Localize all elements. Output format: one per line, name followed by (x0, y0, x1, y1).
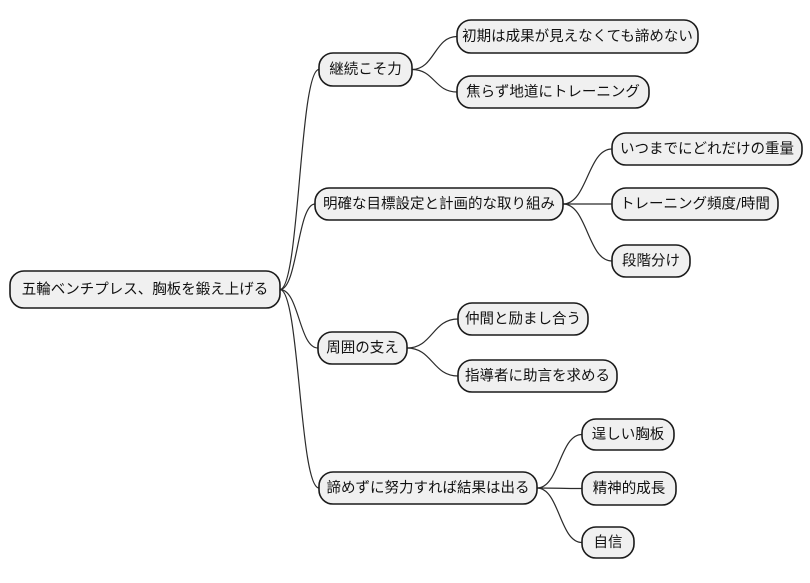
mindmap-edge (406, 347, 459, 377)
node-label: トレーニング頻度/時間 (620, 196, 770, 213)
node-box (611, 244, 691, 278)
mindmap-edge (279, 203, 316, 291)
node-label: 精神的成長 (593, 480, 666, 497)
mindmap-node-leaf-2b[interactable]: トレーニング頻度/時間 (611, 187, 779, 221)
node-box (317, 331, 408, 365)
mindmap-node-leaf-3b[interactable]: 指導者に助言を求める (457, 359, 618, 393)
mindmap-node-branch-4[interactable]: 諦めずに努力すれば結果は出る (318, 471, 538, 505)
node-label: 周囲の支え (326, 340, 399, 357)
node-label: 指導者に助言を求める (465, 368, 610, 385)
mindmap-edge (411, 68, 458, 93)
node-box (314, 187, 564, 221)
node-box (318, 52, 413, 87)
node-box (9, 270, 281, 309)
node-label: 段階分け (622, 253, 680, 270)
mindmap-edge (536, 433, 583, 489)
mindmap-node-leaf-1a[interactable]: 初期は成果が見えなくても諦めない (456, 19, 699, 54)
node-label: 焦らず地道にトレーニング (466, 84, 640, 101)
mindmap-edge (279, 288, 319, 349)
mindmap-node-leaf-1b[interactable]: 焦らず地道にトレーニング (456, 75, 650, 109)
mindmap-edge (279, 288, 320, 489)
mindmap-edge (562, 148, 613, 205)
node-box (581, 418, 675, 451)
mindmap-node-branch-3[interactable]: 周囲の支え (317, 331, 408, 365)
mindmap-edge (411, 35, 458, 71)
node-box (456, 19, 699, 54)
node-box (611, 187, 779, 221)
mindmap-node-leaf-2c[interactable]: 段階分け (611, 244, 691, 278)
mindmap-node-branch-2[interactable]: 明確な目標設定と計画的な取り組み (314, 187, 564, 221)
mindmap-node-branch-1[interactable]: 継続こそ力 (318, 52, 413, 87)
mindmap-edge (536, 487, 583, 544)
mindmap-node-leaf-4c[interactable]: 自信 (581, 526, 635, 559)
node-label: 仲間と励まし合う (465, 311, 581, 328)
mindmap-node-leaf-2a[interactable]: いつまでにどれだけの重量 (611, 132, 803, 166)
node-box (318, 471, 538, 505)
node-label: いつまでにどれだけの重量 (620, 141, 794, 158)
node-label: 初期は成果が見えなくても諦めない (462, 28, 693, 45)
mindmap-node-leaf-3a[interactable]: 仲間と励まし合う (457, 302, 589, 336)
node-box (581, 526, 635, 559)
mindmap-edge (536, 487, 583, 490)
node-box (611, 132, 803, 166)
node-label: 逞しい胸板 (592, 425, 665, 443)
mindmap-edge (562, 203, 613, 262)
node-label: 継続こそ力 (329, 61, 402, 78)
mindmap-node-leaf-4b[interactable]: 精神的成長 (581, 471, 677, 506)
mindmap-edge (279, 68, 320, 291)
mindmap-node-leaf-4a[interactable]: 逞しい胸板 (581, 418, 675, 451)
node-label: 五輪ベンチプレス、胸板を鍛え上げる (22, 280, 269, 298)
node-box (456, 75, 650, 109)
node-label: 自信 (594, 534, 623, 551)
node-label: 明確な目標設定と計画的な取り組み (323, 196, 555, 213)
node-box (581, 471, 677, 506)
node-box (457, 302, 589, 336)
mindmap-edge (406, 318, 459, 349)
mindmap-node-root[interactable]: 五輪ベンチプレス、胸板を鍛え上げる (9, 270, 281, 309)
node-box (457, 359, 618, 393)
node-label: 諦めずに努力すれば結果は出る (327, 480, 530, 497)
